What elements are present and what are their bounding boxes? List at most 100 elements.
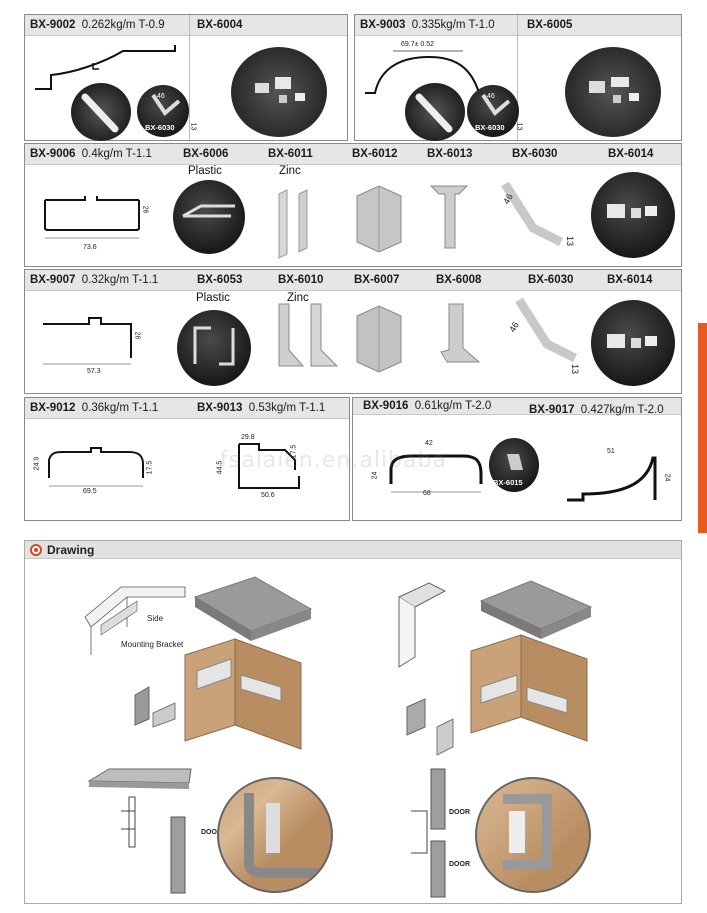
part-code: BX-6007 bbox=[354, 274, 400, 286]
profile-panel-bx-9012-9013: BX-9012 0.36kg/m T-1.1 BX-9013 0.53kg/m … bbox=[24, 397, 350, 521]
part-code: BX-6014 bbox=[607, 274, 653, 286]
profile-drawing-bx-9017 bbox=[567, 456, 657, 502]
dim-label: 68 bbox=[423, 490, 431, 497]
detail-closeup-left bbox=[217, 777, 333, 893]
profile-code: BX-9006 0.4kg/m T-1.1 bbox=[30, 148, 152, 160]
panel-header bbox=[355, 15, 681, 36]
part-code: BX-6030 bbox=[512, 148, 558, 160]
material-label: Plastic bbox=[188, 165, 222, 177]
door-section-drawing-right bbox=[411, 768, 446, 898]
part-code: BX-6004 bbox=[197, 19, 243, 31]
dim-label: 51 bbox=[607, 448, 615, 455]
product-photo-bx-6014 bbox=[591, 300, 675, 386]
dim-label: 24.9 bbox=[33, 456, 41, 471]
profile-panel-bx-9016-9017: BX-9016 0.61kg/m T-2.0 BX-9017 0.427kg/m… bbox=[352, 397, 682, 521]
profile-code: BX-9003 0.335kg/m T-1.0 bbox=[360, 19, 495, 31]
dim-label: 13 bbox=[565, 235, 576, 247]
profile-panel-bx-9002: BX-9002 0.262kg/m T-0.9 BX-6004 BX-6030 … bbox=[24, 14, 348, 141]
profile-panel-bx-9007: BX-9007 0.32kg/m T-1.1 BX-6053 BX-6010 B… bbox=[24, 269, 682, 394]
dim-label: 13 bbox=[515, 122, 523, 131]
product-photo-seal bbox=[405, 83, 465, 141]
dim-label: 13 bbox=[570, 363, 581, 375]
product-photo-bx-6030 bbox=[501, 181, 564, 247]
drawing-section: Drawing Side Mounting Bracket bbox=[24, 540, 682, 904]
profile-code: BX-9013 0.53kg/m T-1.1 bbox=[197, 402, 326, 414]
profile-drawing-bx-9003 bbox=[365, 50, 487, 94]
product-photo-bx-6011 bbox=[278, 189, 308, 259]
profile-drawing-bx-9002 bbox=[35, 45, 176, 90]
dim-label: 13 bbox=[189, 122, 197, 131]
profile-drawing-bx-9012 bbox=[48, 447, 144, 487]
section-header: Drawing bbox=[25, 541, 681, 559]
material-label: Zinc bbox=[279, 165, 301, 177]
product-photo-bx-6004 bbox=[231, 47, 327, 137]
part-code: BX-6010 bbox=[278, 274, 324, 286]
profile-panel-bx-9003: BX-9003 0.335kg/m T-1.0 BX-6005 69.7± 0.… bbox=[354, 14, 682, 141]
watermark: fsalaien.en.alibaba bbox=[220, 448, 447, 473]
dim-label: 73.6 bbox=[83, 244, 97, 251]
profile-code: BX-9017 0.427kg/m T-2.0 bbox=[529, 404, 664, 416]
part-code: BX-6030 bbox=[528, 274, 574, 286]
mounting-detail-drawing bbox=[84, 586, 186, 655]
profile-code: BX-9016 0.61kg/m T-2.0 bbox=[363, 400, 492, 412]
dim-label: 69.7± 0.52 bbox=[401, 41, 435, 48]
dim-label: 42 bbox=[425, 440, 433, 447]
product-photo-bx-6030: BX-6030 bbox=[467, 85, 519, 137]
part-code: BX-6013 bbox=[427, 148, 473, 160]
profile-code: BX-9012 0.36kg/m T-1.1 bbox=[30, 402, 159, 414]
product-photo-bx-6012 bbox=[356, 185, 402, 253]
product-photo-bx-6053 bbox=[177, 310, 251, 386]
profile-code: BX-9002 0.262kg/m T-0.9 bbox=[30, 19, 165, 31]
product-photo-bx-6005 bbox=[565, 47, 661, 137]
product-photo-bx-6008 bbox=[440, 303, 481, 363]
divider bbox=[517, 15, 518, 140]
profile-drawing-bx-9006 bbox=[44, 196, 140, 239]
dim-label: 26 bbox=[133, 331, 141, 340]
product-photo-bx-6030: BX-6030 bbox=[137, 85, 189, 137]
section-title: Drawing bbox=[47, 543, 95, 557]
dim-label: 69.5 bbox=[83, 488, 97, 495]
part-code: BX-6014 bbox=[608, 148, 654, 160]
part-code: BX-6011 bbox=[268, 148, 313, 160]
product-photo-bx-6013 bbox=[429, 185, 469, 249]
part-code: BX-6008 bbox=[436, 274, 482, 286]
profile-drawing-bx-9013 bbox=[238, 443, 300, 489]
profile-code: BX-9007 0.32kg/m T-1.1 bbox=[30, 274, 159, 286]
material-label: Zinc bbox=[287, 292, 309, 304]
part-code: BX-6006 bbox=[183, 148, 229, 160]
bullet-icon bbox=[30, 544, 42, 556]
dim-label: 26 bbox=[141, 205, 149, 214]
dim-label: 57.3 bbox=[87, 368, 101, 375]
dim-label: 29.8 bbox=[241, 434, 255, 441]
product-photo-seal bbox=[71, 83, 131, 141]
part-code: BX-6012 bbox=[352, 148, 398, 160]
product-photo-bx-6030 bbox=[515, 297, 578, 363]
part-code: BX-6005 bbox=[527, 19, 573, 31]
dim-label: 24 bbox=[663, 473, 671, 482]
dim-label: 50.6 bbox=[261, 492, 275, 499]
cabinet-corner-drawing-left bbox=[134, 576, 313, 750]
door-section-drawing-left bbox=[87, 768, 192, 894]
panel-header bbox=[25, 398, 349, 419]
dim-label: 46 bbox=[487, 93, 495, 100]
dim-label: 46 bbox=[157, 93, 165, 100]
panel-header bbox=[353, 398, 681, 415]
label-door: DOOR bbox=[449, 861, 470, 868]
panel-header bbox=[25, 144, 681, 165]
panel-header bbox=[25, 15, 347, 36]
material-label: Plastic bbox=[196, 292, 230, 304]
cabinet-corner-drawing-right bbox=[397, 580, 593, 756]
profile-drawing-bx-9007 bbox=[43, 317, 132, 365]
profile-drawing-bx-9016 bbox=[389, 454, 483, 493]
product-photo-bx-6006 bbox=[173, 180, 245, 254]
divider bbox=[189, 15, 190, 140]
product-photo-bx-6010 bbox=[278, 303, 339, 367]
profile-panel-bx-9006: BX-9006 0.4kg/m T-1.1 BX-6006 BX-6011 BX… bbox=[24, 143, 682, 267]
panel-header bbox=[25, 270, 681, 291]
product-photo-bx-6014 bbox=[591, 172, 675, 258]
dim-label: 17.5 bbox=[146, 460, 154, 475]
label-door: DOOR bbox=[449, 809, 470, 816]
product-photo-bx-6015: BX-6015 bbox=[489, 438, 539, 492]
label-door: DOOR bbox=[201, 829, 222, 836]
detail-closeup-right bbox=[475, 777, 591, 893]
